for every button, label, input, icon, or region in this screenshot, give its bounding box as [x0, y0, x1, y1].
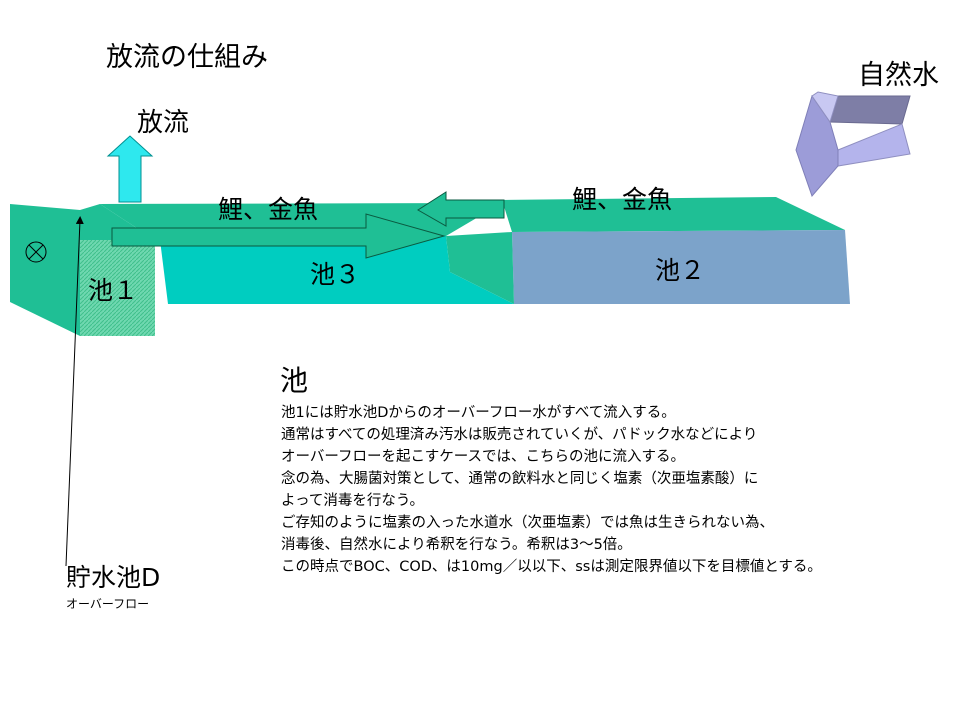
natural-water-arrow: [795, 91, 911, 197]
overflow-label: オーバーフロー: [66, 597, 150, 611]
section-heading: 池: [280, 364, 309, 397]
description-line: よって消毒を行なう。: [281, 493, 424, 509]
description-text: 池1には貯水池Dからのオーバーフロー水がすべて流入する。 通常はすべての処理済み…: [281, 402, 822, 578]
flow-arrow-left: [417, 191, 505, 227]
discharge-label: 放流: [137, 108, 190, 138]
description-line: オーバーフローを起こすケースでは、こちらの池に流入する。: [281, 449, 685, 465]
natural-water-label: 自然水: [858, 60, 939, 91]
pond-2: [502, 197, 850, 304]
description-line: ご存知のように塩素の入った水道水（次亜塩素）では魚は生きられない為、: [281, 515, 774, 531]
pond2-label: 池２: [655, 256, 706, 285]
description-line: 消毒後、自然水により希釈を行なう。希釈は3～5倍。: [281, 537, 632, 553]
fish-label-pond2: 鯉、金魚: [572, 185, 673, 214]
description-line: 念の為、大腸菌対策として、通常の飲料水と同じく塩素（次亜塩素酸）に: [281, 471, 759, 487]
reservoir-label: 貯水池D: [66, 563, 161, 592]
description-line: この時点でBOC、COD、は10mg／以以下、ssは測定限界値以下を目標値とする…: [281, 559, 822, 575]
pond1-label: 池１: [88, 276, 139, 305]
flow-arrow-right: [111, 213, 446, 259]
discharge-arrow: [106, 135, 154, 203]
description-line: 池1には貯水池Dからのオーバーフロー水がすべて流入する。: [281, 405, 676, 421]
overflow-line: [65, 216, 84, 567]
pond3-label: 池３: [310, 260, 361, 289]
description-line: 通常はすべての処理済み汚水は販売されていくが、パドック水などにより: [281, 427, 758, 443]
valve-icon: [25, 241, 47, 263]
pond-1: [10, 204, 155, 336]
page-title: 放流の仕組み: [106, 42, 268, 73]
fish-label-pond3: 鯉、金魚: [218, 195, 319, 224]
